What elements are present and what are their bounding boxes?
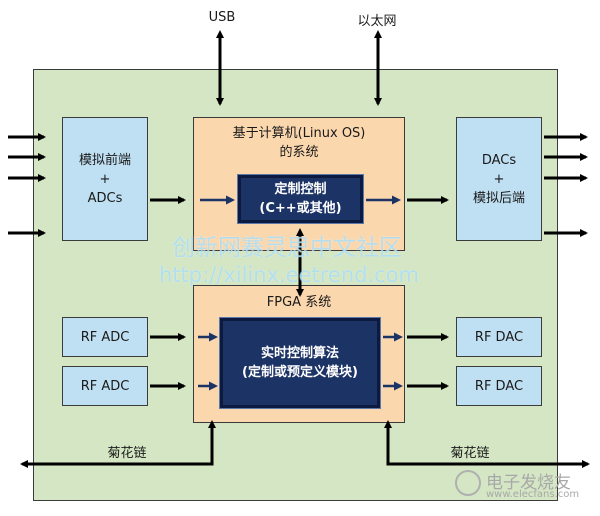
rf-dac-block-1: RF DAC <box>456 317 542 357</box>
computer-system-label: 基于计算机(Linux OS) 的系统 <box>232 126 366 160</box>
elecfans-logo-icon <box>455 470 481 496</box>
watermark-line-1: 创新网赛灵思中文社区 <box>172 235 402 261</box>
rf-adc-block-2: RF ADC <box>62 366 148 406</box>
daisy-chain-arrow-left <box>20 420 216 468</box>
analog-front-end-block: 模拟前端 + ADCs <box>62 117 148 241</box>
daisy-chain-arrow-right <box>384 420 590 468</box>
custom-control-block: 定制控制 (C++或其他) <box>237 174 364 224</box>
realtime-algorithm-block: 实时控制算法 (定制或预定义模块) <box>219 317 381 409</box>
rf-adc-block-1: RF ADC <box>62 317 148 357</box>
logo-url: www.elecfans.com <box>486 489 580 500</box>
logo-text: 电子发烧友 <box>486 473 571 493</box>
rf-dac-block-2: RF DAC <box>456 366 542 406</box>
watermark-line-2: http://xilinx.eetrend.com <box>159 263 420 287</box>
fpga-system-label: FPGA 系统 <box>266 295 332 310</box>
usb-label: USB <box>208 10 236 25</box>
ethernet-label: 以太网 <box>357 14 397 29</box>
dac-back-end-block: DACs + 模拟后端 <box>456 117 542 241</box>
